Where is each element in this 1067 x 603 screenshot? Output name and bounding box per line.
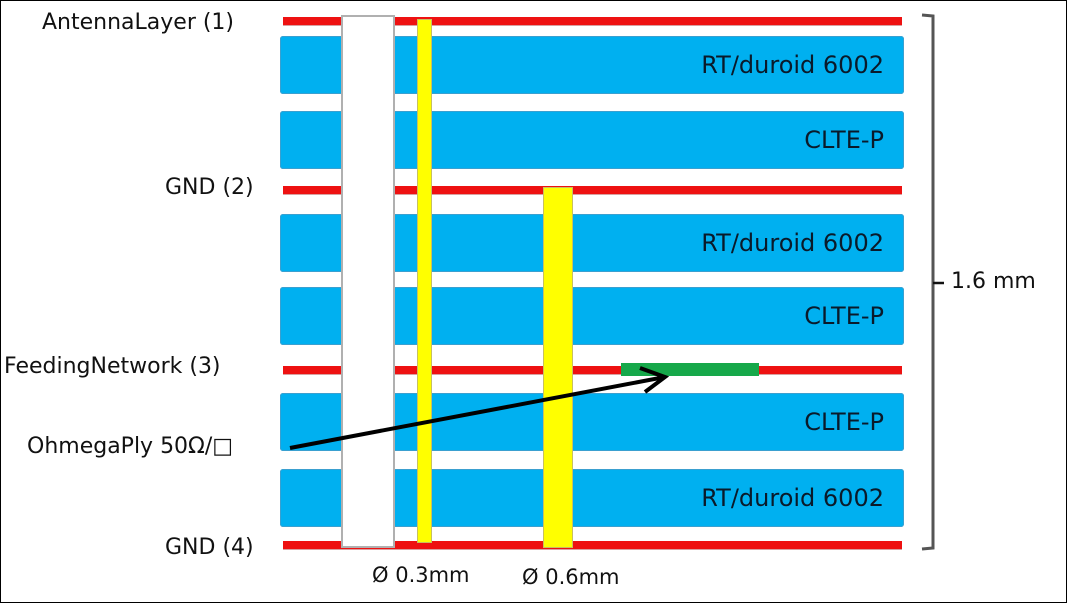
label-via-0-3mm: Ø 0.3mm	[372, 563, 470, 587]
via-0-3mm	[418, 20, 431, 542]
thickness-bracket-icon	[921, 13, 944, 551]
substrate-label: RT/duroid 6002	[701, 229, 884, 257]
label-via-0-6mm: Ø 0.6mm	[522, 565, 620, 589]
via-0-6mm	[544, 188, 572, 547]
label-antenna-layer: AntennaLayer (1)	[42, 10, 235, 35]
arrow-icon	[289, 366, 670, 450]
copper-feeding-network	[283, 366, 902, 374]
label-gnd-2: GND (2)	[165, 175, 254, 200]
substrate-label: CLTE-P	[804, 126, 884, 154]
label-total-thickness: 1.6 mm	[951, 269, 1036, 294]
label-gnd-4: GND (4)	[165, 535, 254, 560]
copper-gnd-4	[283, 541, 902, 549]
copper-antenna-layer	[283, 17, 902, 25]
substrate-label: CLTE-P	[804, 408, 884, 436]
label-feeding-network: FeedingNetwork (3)	[4, 354, 221, 379]
substrate-label: RT/duroid 6002	[701, 484, 884, 512]
label-ohmegaply-resistor: OhmegaPly 50Ω/□	[27, 434, 234, 459]
copper-gnd-2	[283, 186, 902, 194]
substrate-label: CLTE-P	[804, 302, 884, 330]
through-hole	[341, 15, 395, 548]
substrate-label: RT/duroid 6002	[701, 51, 884, 79]
